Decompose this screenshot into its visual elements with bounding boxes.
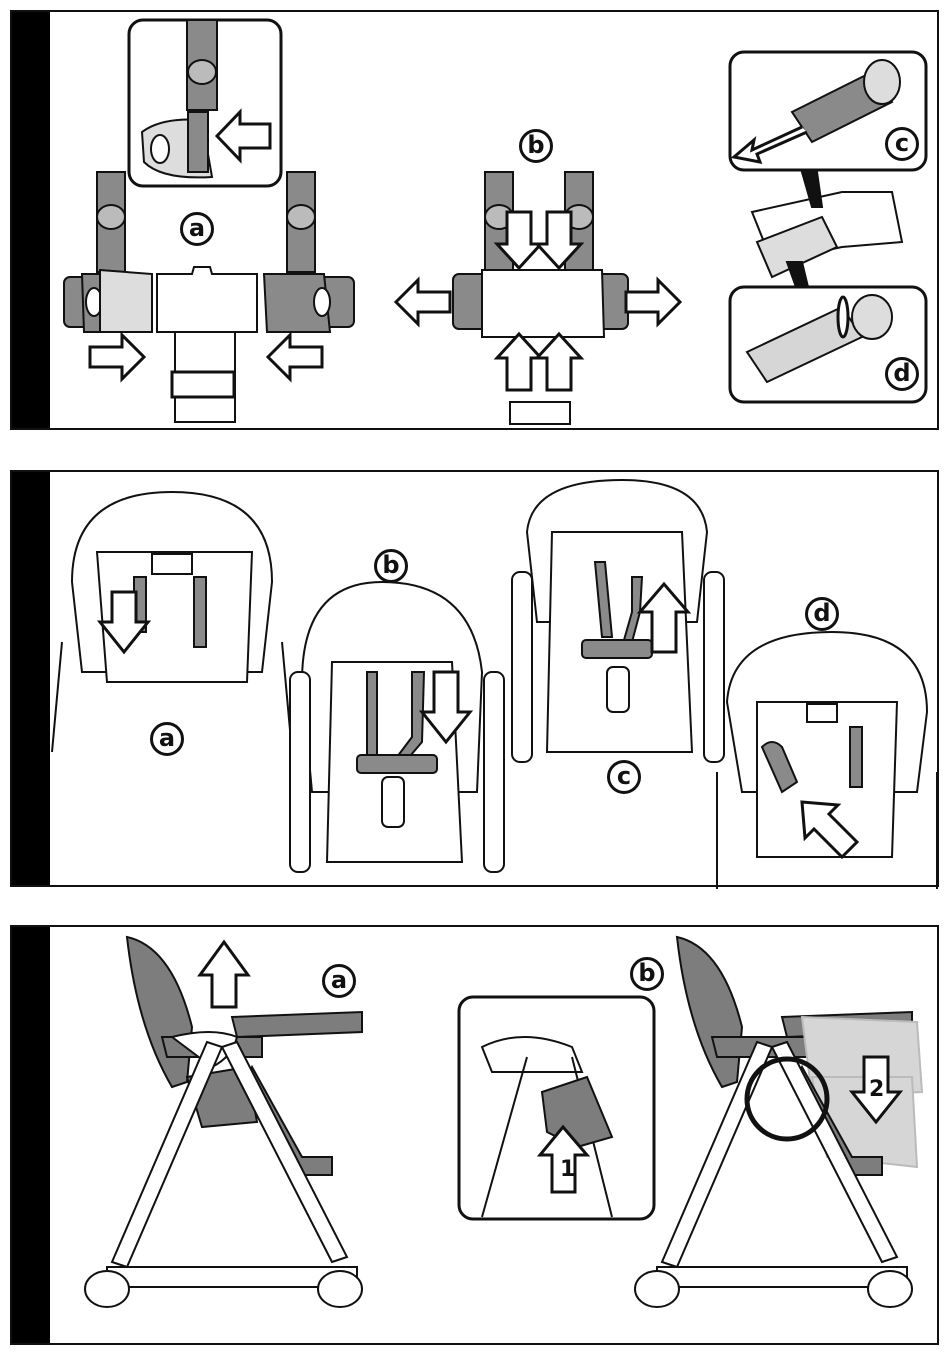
step-label-b: b (519, 129, 553, 163)
arrow-up-icon (537, 334, 581, 390)
arrow-up-icon (497, 334, 541, 390)
instruction-panel-2: a b c d (10, 470, 939, 887)
arrow-right-icon (90, 335, 144, 379)
arrow-right-icon (626, 280, 680, 324)
arrow-left-icon (396, 280, 450, 324)
seat-harness-illustration (12, 472, 941, 889)
step-label-a: a (322, 964, 356, 998)
step-label-d: d (805, 597, 839, 631)
step-label-b: b (374, 549, 408, 583)
high-chair-illustration (12, 927, 941, 1347)
harness-buckle-illustration (12, 12, 941, 432)
step-number-2: 2 (869, 1077, 884, 1102)
step-label-c: c (885, 127, 919, 161)
arrow-up-icon (200, 942, 248, 1007)
step-label-a: a (180, 212, 214, 246)
step-label-c: c (607, 760, 641, 794)
instruction-panel-1: a b c d (10, 10, 939, 430)
step-label-a: a (150, 722, 184, 756)
step-label-b: b (630, 957, 664, 991)
arrow-left-icon (268, 335, 322, 379)
step-number-1: 1 (560, 1157, 575, 1182)
instruction-panel-3: a b 1 2 (10, 925, 939, 1345)
step-label-d: d (885, 357, 919, 391)
